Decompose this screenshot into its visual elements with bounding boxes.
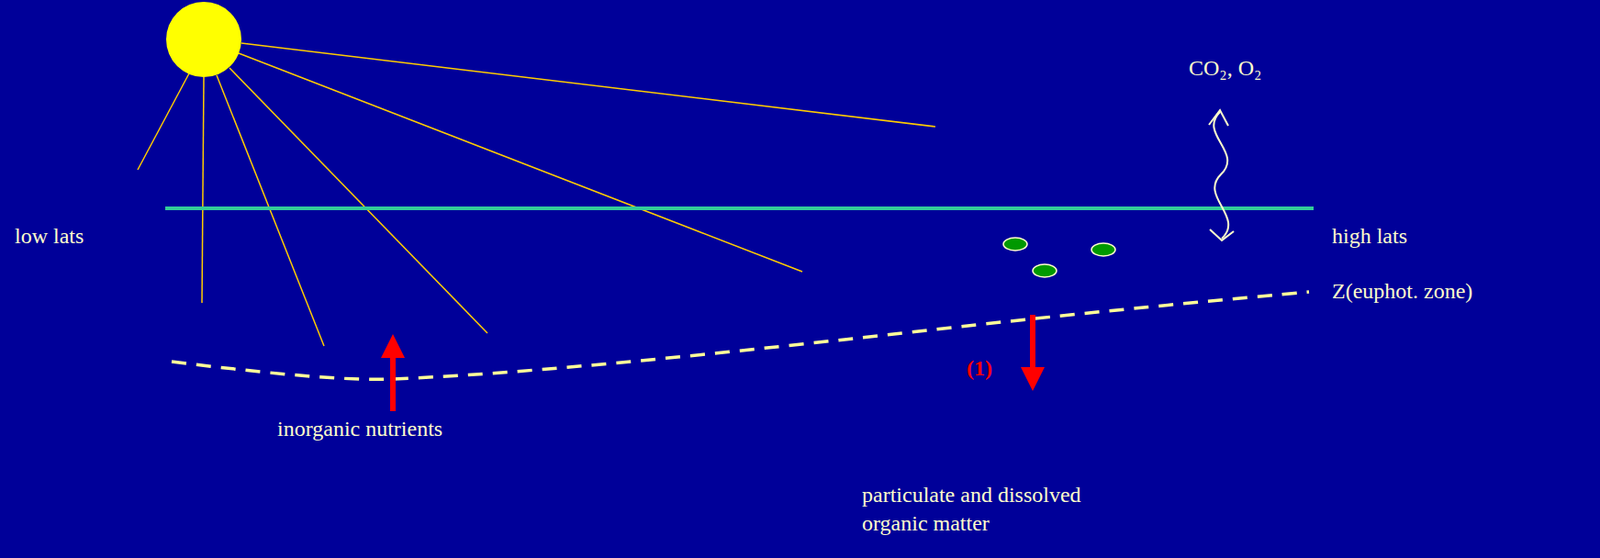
sun: [166, 1, 242, 78]
phytoplankton-cell: [1003, 237, 1028, 251]
sun-ray: [216, 75, 325, 347]
sun-ray: [229, 67, 488, 334]
flux-label: inorganic nutrients: [277, 414, 443, 444]
callout-number: (1): [966, 354, 993, 383]
sun-ray: [241, 43, 936, 127]
wavy-shaft: [1213, 111, 1229, 239]
flux-label: particulate and dissolved organic matter: [861, 481, 1129, 538]
gas-exchange-arrow: [1208, 110, 1234, 241]
sun-rays: [137, 43, 936, 347]
sun-ray: [201, 77, 204, 303]
gas-label: CO₂, O₂: [1188, 54, 1262, 83]
depth-label: Z(euphot. zone): [1331, 277, 1473, 306]
region-label: low lats: [14, 222, 84, 251]
arrow-head: [380, 334, 405, 359]
arrow-head: [1209, 229, 1234, 241]
downward-flux-arrow: [1020, 314, 1045, 392]
arrow-shaft: [1029, 314, 1036, 371]
sun-ray: [238, 53, 803, 272]
phytoplankton-cell: [1032, 264, 1057, 278]
upward-flux-arrow: [380, 334, 405, 412]
region-label: high lats: [1331, 222, 1408, 251]
arrow-head: [1020, 367, 1045, 392]
sea-surface: [165, 206, 1314, 211]
euphotic-depth-line: [171, 291, 1310, 380]
sun-ray: [137, 73, 190, 170]
phytoplankton-cell: [1091, 243, 1116, 257]
arrow-head: [1208, 110, 1229, 126]
phytoplankton: [1003, 237, 1116, 278]
arrow-shaft: [390, 354, 396, 412]
